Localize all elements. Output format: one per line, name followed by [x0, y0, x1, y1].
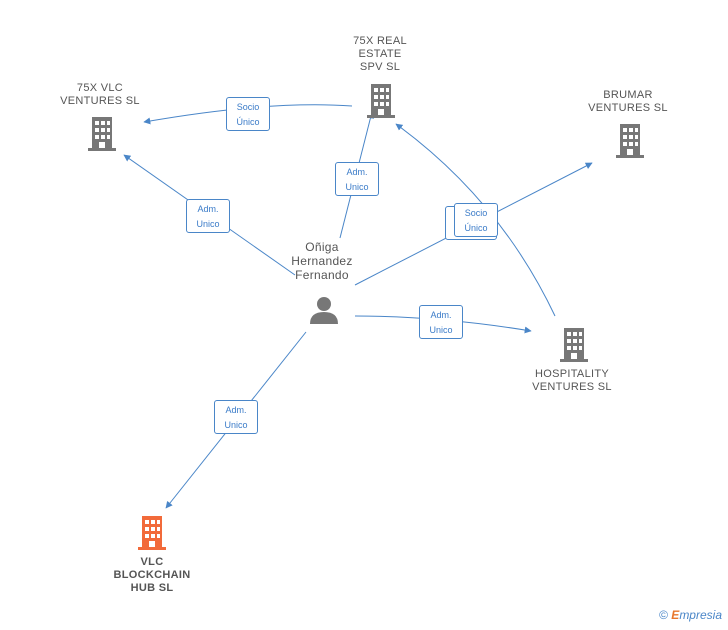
building-icon-hospitality[interactable]	[560, 328, 588, 362]
edge-label-adm-person-to-blockchain[interactable]: Adm. Unico	[214, 400, 258, 434]
edge-label-socio-real-to-vlc[interactable]: Socio Único	[226, 97, 270, 131]
edge-label-adm-person-to-real[interactable]: Adm. Unico	[335, 162, 379, 196]
edge-label-adm-person-to-hosp[interactable]: Adm. Unico	[419, 305, 463, 339]
node-label-blockchain[interactable]: VLC BLOCKCHAIN HUB SL	[113, 556, 191, 594]
node-label-hospitality[interactable]: HOSPITALITY VENTURES SL	[532, 368, 612, 393]
building-icon-blockchain[interactable]	[138, 516, 166, 550]
brand-name: mpresia	[679, 608, 722, 622]
node-label-real-estate[interactable]: 75X REAL ESTATE SPV SL	[353, 35, 407, 73]
building-icon-brumar[interactable]	[616, 124, 644, 158]
person-icon[interactable]	[310, 297, 338, 324]
building-icon-real-estate[interactable]	[367, 84, 395, 118]
node-label-person[interactable]: Oñiga Hernandez Fernando	[291, 240, 353, 282]
node-label-vlc-ventures[interactable]: 75X VLC VENTURES SL	[60, 82, 140, 107]
brand-initial: E	[671, 608, 680, 622]
empresia-watermark: © Empresia	[659, 608, 722, 622]
copyright-icon: ©	[659, 608, 668, 622]
node-label-brumar[interactable]: BRUMAR VENTURES SL	[588, 89, 668, 114]
edge-label-socio-hosp-to-brumar[interactable]: Socio Único	[454, 203, 498, 237]
building-icon-vlc-ventures[interactable]	[88, 117, 116, 151]
edge-label-adm-person-to-vlc[interactable]: Adm. Unico	[186, 199, 230, 233]
